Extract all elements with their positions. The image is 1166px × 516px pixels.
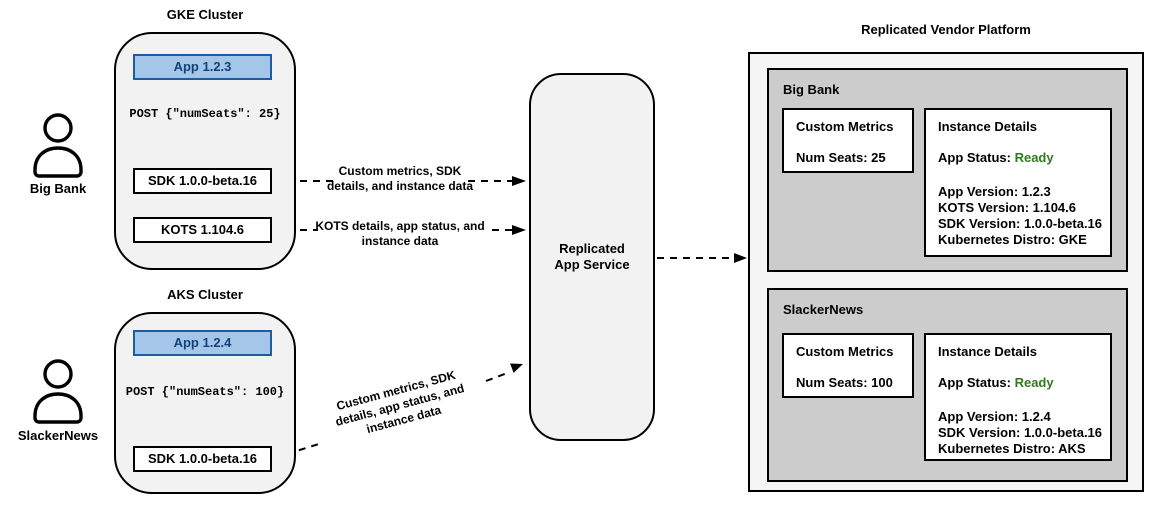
arrow-service-to-platform [657, 253, 747, 263]
app-status-value: Ready [1014, 150, 1054, 165]
detail-app-version: App Version: 1.2.4 [938, 409, 1051, 424]
instance-details-lines: App Version: 1.2.4 SDK Version: 1.0.0-be… [938, 409, 1102, 457]
panel-title: Big Bank [783, 82, 840, 97]
user-icon [33, 113, 83, 178]
panel-title: SlackerNews [783, 302, 864, 317]
aks-app-node: App 1.2.4 [133, 330, 272, 356]
detail-sdk-version: SDK Version: 1.0.0-beta.16 [938, 216, 1103, 231]
aks-post-request: POST {"numSeats": 100} [125, 385, 285, 399]
custom-metrics-card: Custom Metrics Num Seats: 25 [782, 108, 914, 173]
aks-sdk-node: SDK 1.0.0-beta.16 [133, 446, 272, 472]
app-status-label: App Status: [938, 150, 1011, 165]
user-icon [33, 359, 83, 424]
panel-big-bank: Big Bank Custom Metrics Num Seats: 25 In… [767, 68, 1128, 272]
instance-details-title: Instance Details [938, 119, 1037, 134]
detail-app-version: App Version: 1.2.3 [938, 184, 1051, 199]
detail-k8s-distro: Kubernetes Distro: GKE [938, 232, 1087, 247]
service-label-line1: Replicated [559, 241, 625, 256]
custom-metrics-card: Custom Metrics Num Seats: 100 [782, 333, 914, 398]
instance-details-card: Instance Details App Status: Ready App V… [924, 108, 1112, 257]
detail-k8s-distro: Kubernetes Distro: AKS [938, 441, 1086, 456]
aks-cluster-title: AKS Cluster [167, 287, 243, 302]
gke-app-node: App 1.2.3 [133, 54, 272, 80]
instance-details-card: Instance Details App Status: Ready App V… [924, 333, 1112, 461]
flow-label-sdk-metrics: Custom metrics, SDK details, and instanc… [326, 164, 474, 193]
flow-label-kots-details: KOTS details, app status, and instance d… [315, 219, 485, 248]
gke-kots-node: KOTS 1.104.6 [133, 217, 272, 243]
custom-metrics-title: Custom Metrics [796, 344, 894, 359]
instance-details-title: Instance Details [938, 344, 1037, 359]
instance-details-lines: App Version: 1.2.3 KOTS Version: 1.104.6… [938, 184, 1102, 248]
custom-metrics-title: Custom Metrics [796, 119, 894, 134]
actor-label-big-bank: Big Bank [29, 181, 87, 196]
app-status-value: Ready [1014, 375, 1054, 390]
detail-kots-version: KOTS Version: 1.104.6 [938, 200, 1077, 215]
app-status-line: App Status: Ready [938, 150, 1054, 165]
num-seats-value: Num Seats: 100 [796, 375, 893, 390]
num-seats-value: Num Seats: 25 [796, 150, 886, 165]
app-status-line: App Status: Ready [938, 375, 1054, 390]
service-label-line2: App Service [554, 257, 630, 272]
panel-slackernews: SlackerNews Custom Metrics Num Seats: 10… [767, 288, 1128, 482]
flow-label-aks-metrics: Custom metrics, SDK details, app status,… [333, 367, 466, 437]
replicated-app-service-box: Replicated App Service [529, 73, 655, 441]
detail-sdk-version: SDK Version: 1.0.0-beta.16 [938, 425, 1103, 440]
actor-label-slackernews: SlackerNews [17, 428, 99, 443]
app-status-label: App Status: [938, 375, 1011, 390]
gke-post-request: POST {"numSeats": 25} [129, 107, 281, 121]
vendor-platform-title: Replicated Vendor Platform [861, 22, 1031, 37]
gke-sdk-node: SDK 1.0.0-beta.16 [133, 168, 272, 194]
gke-cluster-title: GKE Cluster [166, 7, 244, 22]
